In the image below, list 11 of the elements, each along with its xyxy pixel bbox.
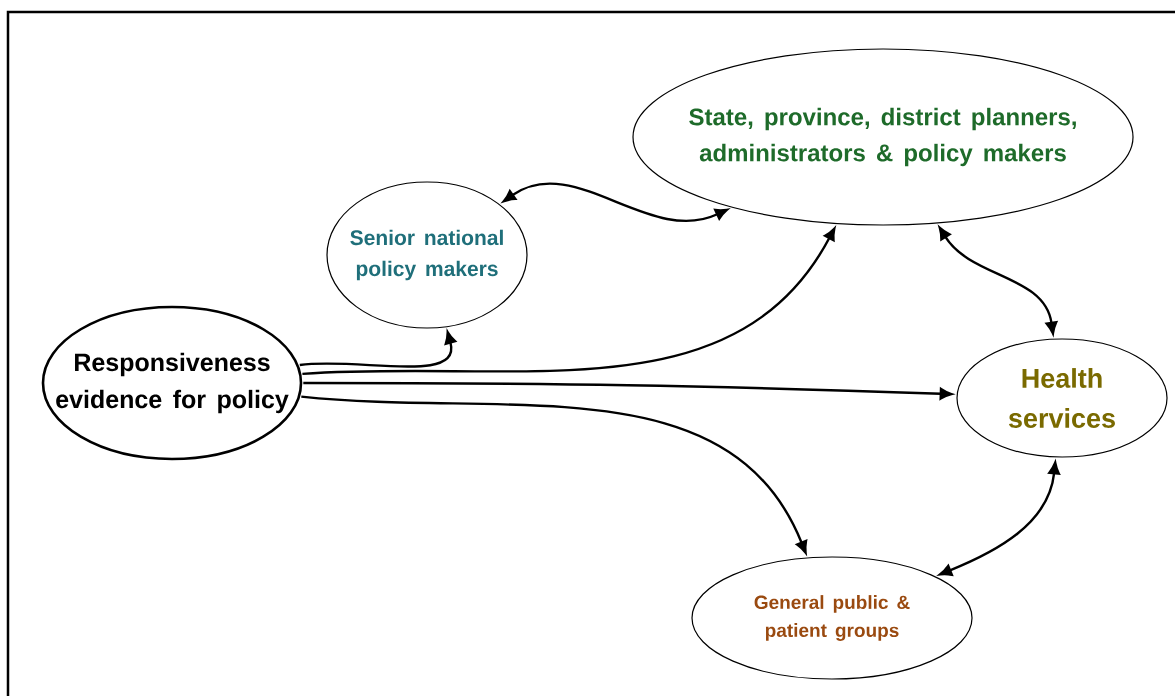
ellipse-node: State, province, district planners, administrators & policy makers (632, 48, 1134, 226)
arrow (301, 395, 808, 554)
arrow (502, 182, 728, 223)
arrow (939, 461, 1060, 576)
arrow (302, 227, 836, 376)
ellipse-node: Senior national policy makers (326, 181, 528, 329)
ellipse-node: General public & patient groups (691, 556, 973, 680)
ellipse-node: Health services (956, 338, 1168, 458)
arrow (299, 331, 457, 368)
ellipse-node: Responsiveness evidence for policy (41, 305, 303, 461)
arrow (303, 381, 953, 400)
